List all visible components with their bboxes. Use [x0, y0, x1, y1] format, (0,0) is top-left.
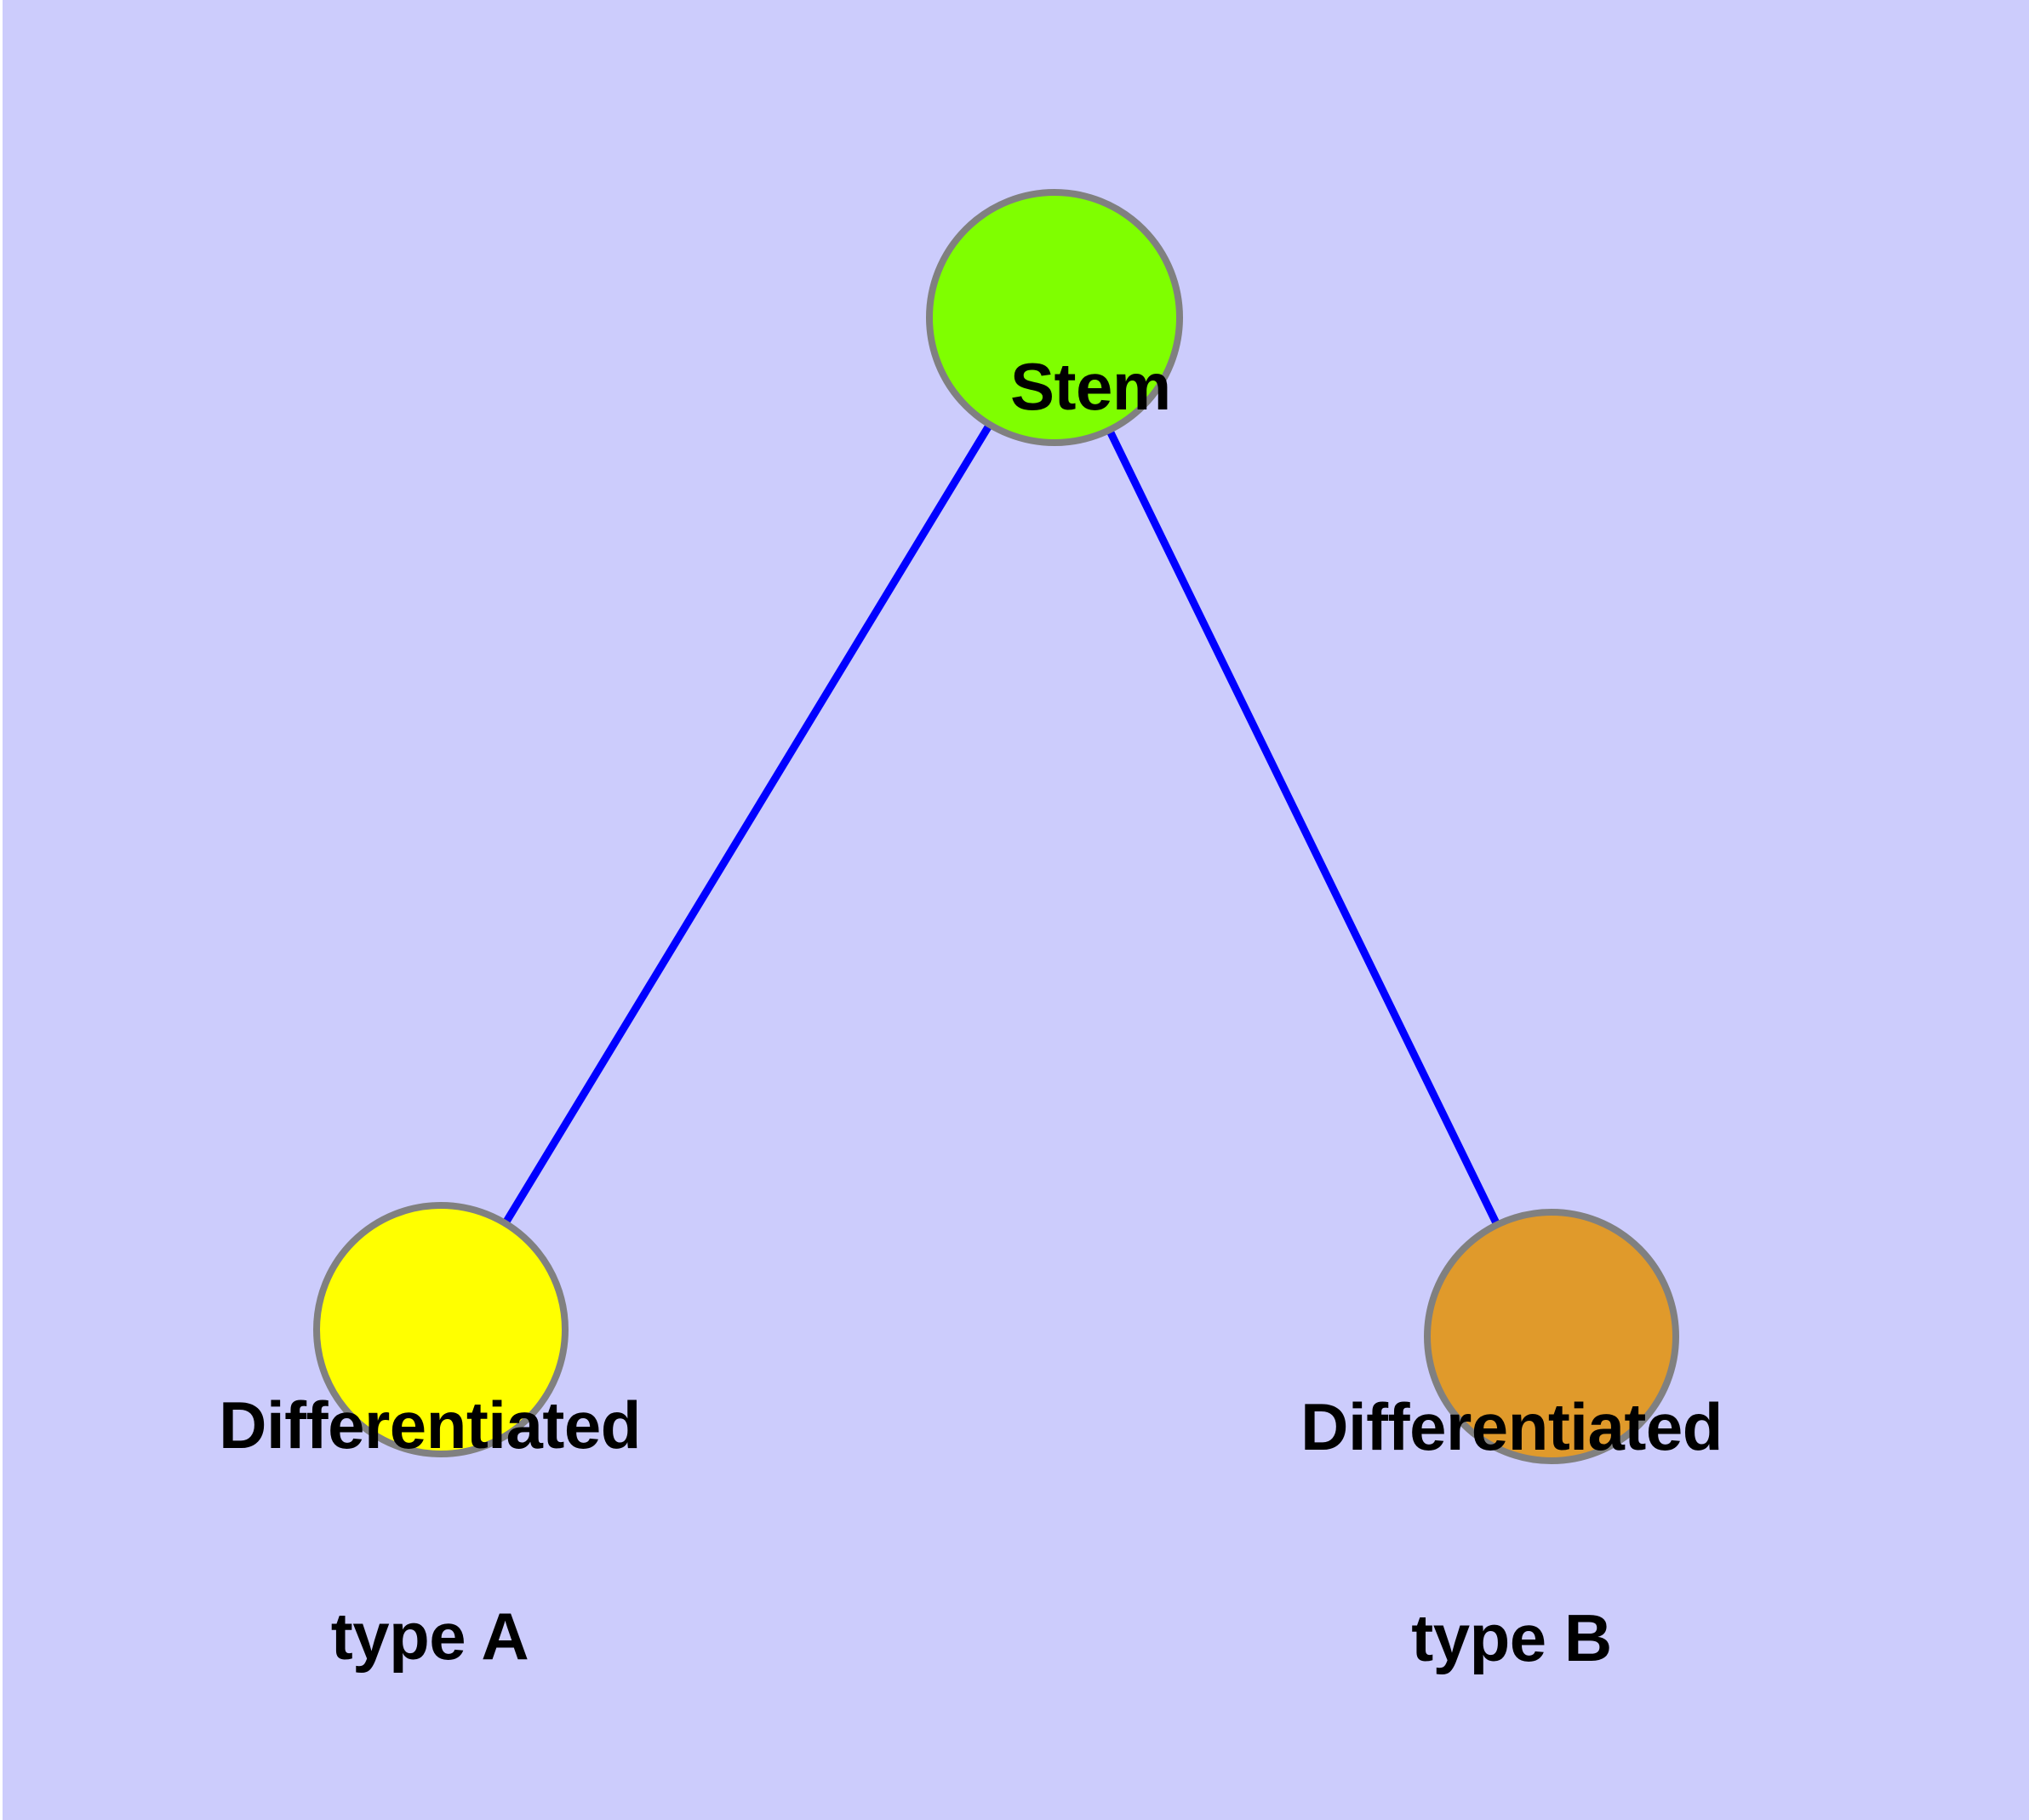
node-differentiated-type-b[interactable]	[1424, 1209, 1679, 1464]
node-layer	[313, 189, 1679, 1464]
node-stem[interactable]	[926, 189, 1183, 446]
node-differentiated-type-a[interactable]	[313, 1202, 569, 1457]
edge-stem-to-differentiated-type-a[interactable]	[437, 315, 1058, 1332]
edge-stem-to-differentiated-type-b[interactable]	[1050, 316, 1556, 1338]
edge-layer	[437, 315, 1556, 1338]
